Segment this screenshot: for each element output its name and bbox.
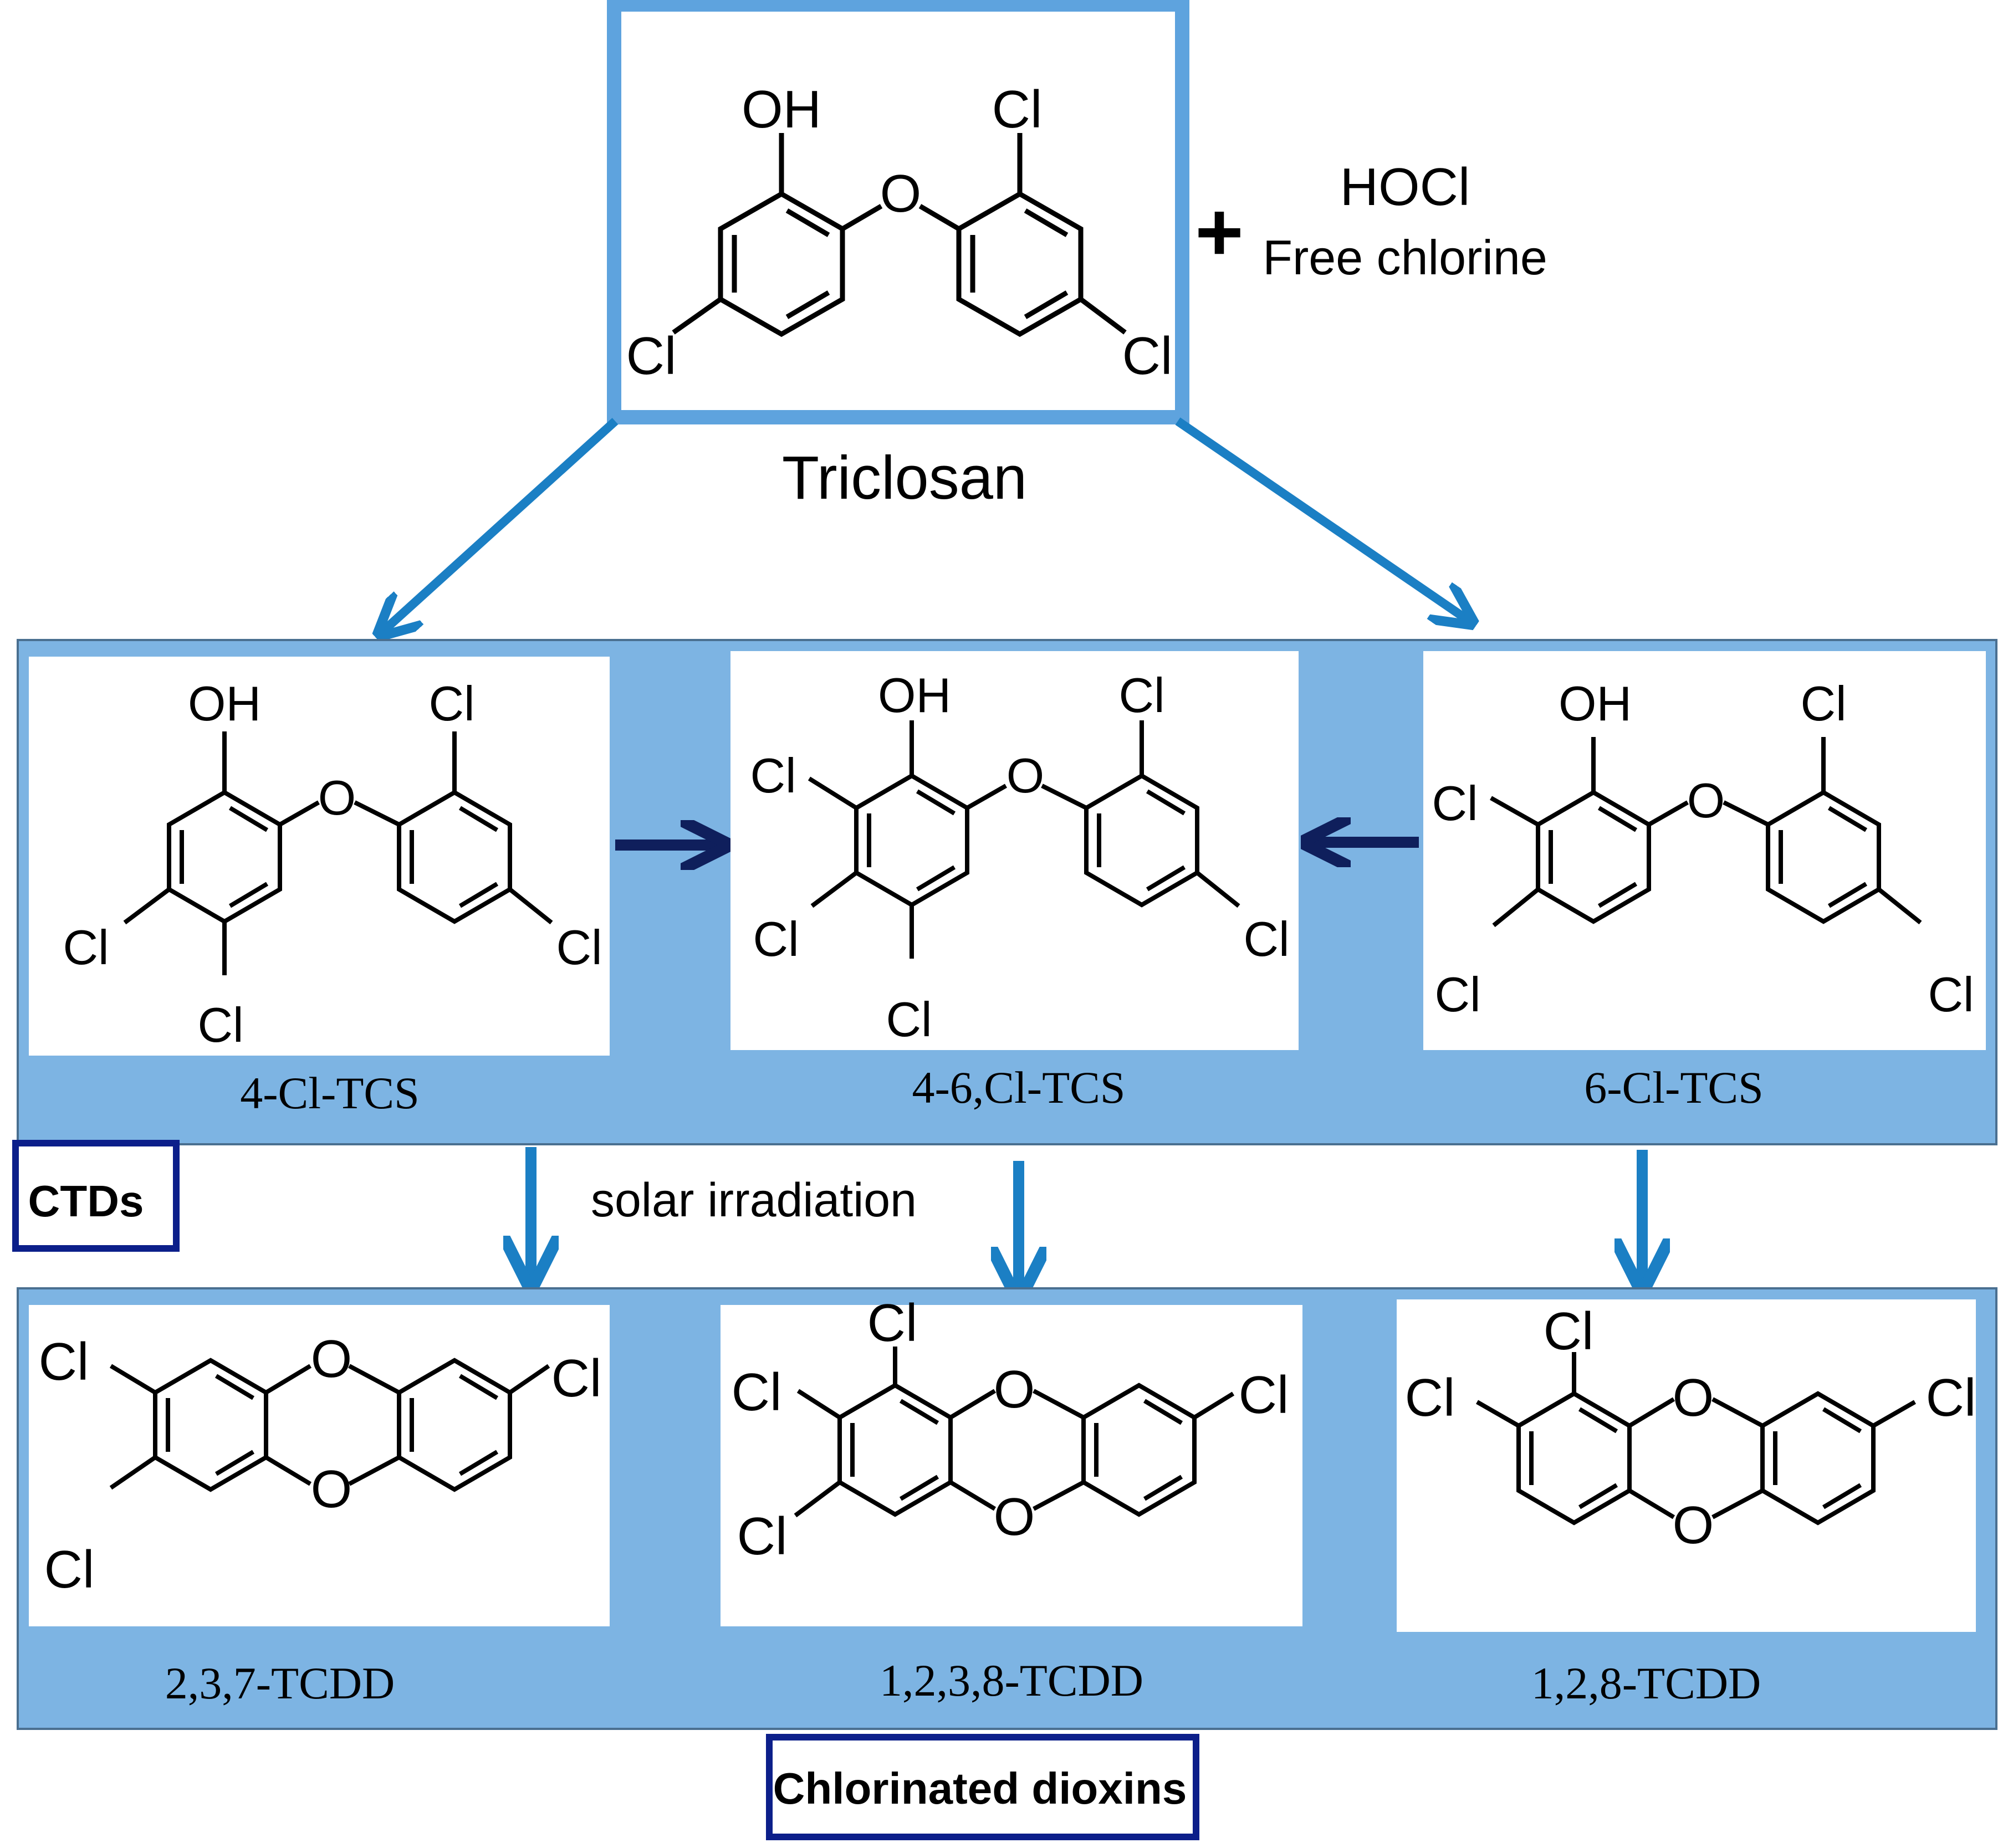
4-cl-tcs-cl-label: Cl [428,676,474,731]
6-cl-tcs-cl-label: Cl [1928,967,1974,1022]
arrow-to-4-cl-tcs [382,418,619,632]
6-cl-tcs-cl-label: Cl [1432,776,1478,831]
ctds-tag-label: CTDs [28,1176,144,1226]
compound-4-6-cl-tcs: OH O Cl Cl Cl Cl Cl [730,651,1299,1050]
4-6-cl-tcs-cl-label: Cl [1118,668,1164,723]
triclosan-ether-o-label: O [880,164,922,223]
ctds-tag: CTDs [12,1140,180,1252]
chlorinated-dioxins-tag: Chlorinated dioxins [766,1734,1199,1840]
6-cl-tcs-cl-label: Cl [1434,967,1480,1022]
1-2-3-8-tcdd-cl-label: Cl [1239,1365,1289,1425]
6-cl-tcs-name: 6-Cl-TCS [1584,1062,1763,1113]
4-cl-tcs-ether-o-label: O [318,770,356,825]
compound-2-3-7-tcdd: O O Cl Cl Cl [29,1305,610,1626]
4-cl-tcs-name: 4-Cl-TCS [240,1068,419,1118]
4-6-cl-tcs-cl-label: Cl [750,748,796,803]
1-2-8-tcdd-cl-label: Cl [1544,1302,1594,1361]
1-2-8-tcdd-cl-label: Cl [1926,1368,1976,1427]
2-3-7-tcdd-cl-label: Cl [44,1540,95,1599]
1-2-3-8-tcdd-o-label: O [994,1360,1035,1419]
solar-irradiation-label: solar irradiation [591,1174,917,1227]
triclosan-oh-label: OH [742,80,821,139]
1-2-8-tcdd-cl-label: Cl [1405,1368,1455,1427]
2-3-7-tcdd-cl-label: Cl [551,1349,602,1408]
chlorinated-dioxins-tag-label: Chlorinated dioxins [773,1764,1187,1813]
1-2-3-8-tcdd-cl-label: Cl [867,1293,918,1353]
compound-4-cl-tcs: OH O Cl Cl Cl Cl [29,657,610,1056]
1-2-8-tcdd-o-label: O [1673,1368,1714,1427]
plus-sign: + [1195,185,1244,278]
4-cl-tcs-oh-label: OH [188,676,261,731]
6-cl-tcs-cl-label: Cl [1800,676,1846,731]
1-2-3-8-tcdd-name: 1,2,3,8-TCDD [880,1655,1143,1706]
triclosan-name: Triclosan [782,444,1027,512]
1-2-3-8-tcdd-cl-label: Cl [737,1507,788,1566]
2-3-7-tcdd-o-label: O [311,1329,352,1389]
triclosan-bonds [672,133,1127,337]
4-6-cl-tcs-oh-label: OH [878,668,951,723]
reagent-formula: HOCl [1340,157,1470,217]
4-6-cl-tcs-cl-label: Cl [753,912,799,966]
4-6-cl-tcs-name: 4-6,Cl-TCS [912,1062,1126,1113]
1-2-3-8-tcdd-o-label: O [994,1487,1035,1547]
6-cl-tcs-oh-label: OH [1559,676,1632,731]
compound-6-cl-tcs: OH O Cl Cl Cl Cl [1423,651,1986,1050]
1-2-8-tcdd-o-label: O [1673,1496,1714,1555]
triclosan-cl-left-label: Cl [626,326,677,386]
triclosan-cl-right-label: Cl [1122,326,1173,386]
4-cl-tcs-cl-label: Cl [197,997,243,1052]
triclosan-cl-top-label: Cl [992,80,1043,139]
4-6-cl-tcs-ether-o-label: O [1006,748,1044,803]
4-cl-tcs-cl-label: Cl [556,920,602,975]
reagent-name: Free chlorine [1263,230,1547,285]
2-3-7-tcdd-o-label: O [311,1460,352,1519]
4-6-cl-tcs-cl-label: Cl [886,992,932,1047]
4-cl-tcs-cl-label: Cl [63,920,109,975]
2-3-7-tcdd-name: 2,3,7-TCDD [165,1658,395,1708]
compound-1-2-8-tcdd: O O Cl Cl Cl [1397,1299,1976,1632]
6-cl-tcs-ether-o-label: O [1687,773,1725,828]
arrow-to-6-cl-tcs [1175,417,1469,621]
triclosan-structure-box: OH O Cl Cl Cl [607,0,1189,424]
1-2-3-8-tcdd-cl-label: Cl [732,1363,782,1422]
1-2-8-tcdd-name: 1,2,8-TCDD [1531,1658,1761,1708]
compound-1-2-3-8-tcdd: O O Cl Cl Cl Cl [721,1293,1302,1626]
4-6-cl-tcs-cl-label: Cl [1243,912,1289,966]
2-3-7-tcdd-cl-label: Cl [39,1332,89,1391]
